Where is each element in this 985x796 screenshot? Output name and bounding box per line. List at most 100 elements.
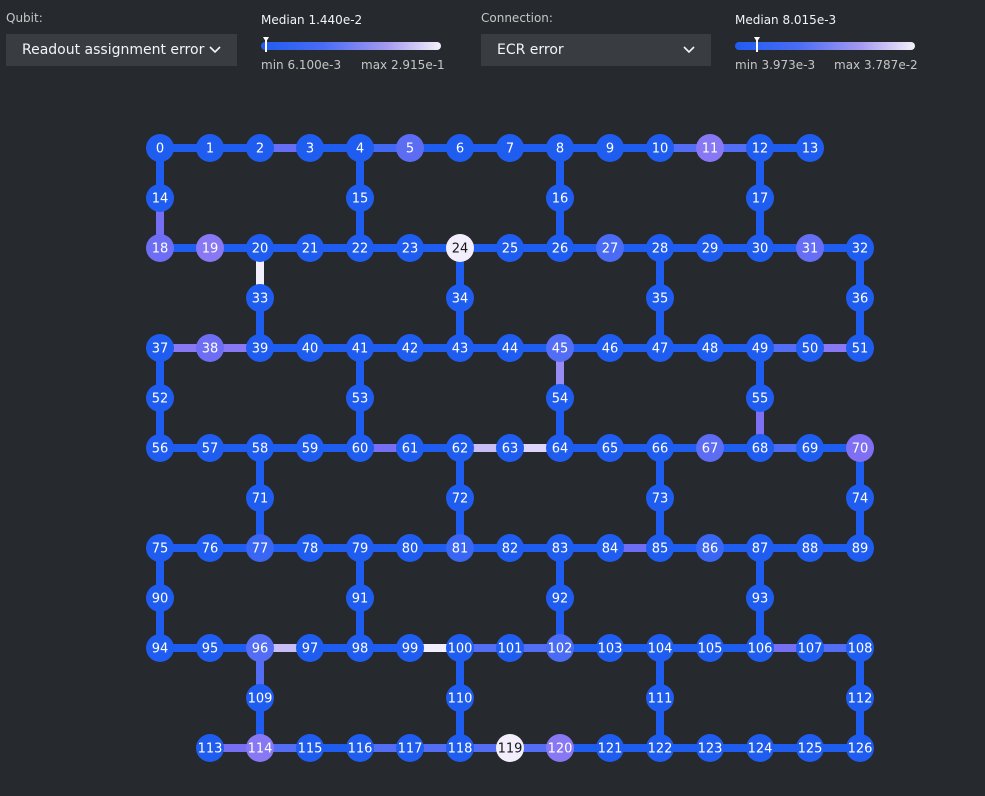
qubit-node[interactable] [446, 434, 474, 462]
qubit-node[interactable] [146, 184, 174, 212]
qubit-52[interactable]: 52 [146, 384, 174, 412]
qubit-node[interactable] [596, 634, 624, 662]
qubit-node[interactable] [346, 234, 374, 262]
qubit-41[interactable]: 41 [346, 334, 374, 362]
qubit-37[interactable]: 37 [146, 334, 174, 362]
qubit-node[interactable] [746, 734, 774, 762]
qubit-node[interactable] [646, 684, 674, 712]
qubit-86[interactable]: 86 [696, 534, 724, 562]
qubit-node[interactable] [546, 134, 574, 162]
qubit-44[interactable]: 44 [496, 334, 524, 362]
qubit-node[interactable] [846, 234, 874, 262]
qubit-node[interactable] [296, 234, 324, 262]
qubit-124[interactable]: 124 [746, 734, 774, 762]
qubit-node[interactable] [146, 384, 174, 412]
qubit-node[interactable] [346, 584, 374, 612]
qubit-84[interactable]: 84 [596, 534, 624, 562]
qubit-107[interactable]: 107 [796, 634, 824, 662]
qubit-node[interactable] [246, 284, 274, 312]
qubit-node[interactable] [796, 534, 824, 562]
qubit-node[interactable] [146, 634, 174, 662]
qubit-node[interactable] [846, 484, 874, 512]
qubit-node[interactable] [246, 434, 274, 462]
qubit-node[interactable] [446, 134, 474, 162]
qubit-16[interactable]: 16 [546, 184, 574, 212]
qubit-node[interactable] [196, 734, 224, 762]
qubit-1[interactable]: 1 [196, 134, 224, 162]
qubit-115[interactable]: 115 [296, 734, 324, 762]
qubit-55[interactable]: 55 [746, 384, 774, 412]
qubit-57[interactable]: 57 [196, 434, 224, 462]
qubit-node[interactable] [396, 534, 424, 562]
qubit-111[interactable]: 111 [646, 684, 674, 712]
qubit-8[interactable]: 8 [546, 134, 574, 162]
qubit-32[interactable]: 32 [846, 234, 874, 262]
qubit-node[interactable] [246, 684, 274, 712]
qubit-node[interactable] [396, 134, 424, 162]
qubit-85[interactable]: 85 [646, 534, 674, 562]
qubit-120[interactable]: 120 [546, 734, 574, 762]
qubit-node[interactable] [696, 734, 724, 762]
qubit-77[interactable]: 77 [246, 534, 274, 562]
qubit-23[interactable]: 23 [396, 234, 424, 262]
qubit-node[interactable] [696, 534, 724, 562]
qubit-112[interactable]: 112 [846, 684, 874, 712]
qubit-95[interactable]: 95 [196, 634, 224, 662]
qubit-93[interactable]: 93 [746, 584, 774, 612]
qubit-node[interactable] [396, 434, 424, 462]
qubit-node[interactable] [546, 734, 574, 762]
qubit-80[interactable]: 80 [396, 534, 424, 562]
qubit-node[interactable] [496, 334, 524, 362]
qubit-node[interactable] [296, 634, 324, 662]
qubit-91[interactable]: 91 [346, 584, 374, 612]
qubit-46[interactable]: 46 [596, 334, 624, 362]
qubit-node[interactable] [596, 434, 624, 462]
qubit-node[interactable] [746, 384, 774, 412]
qubit-42[interactable]: 42 [396, 334, 424, 362]
qubit-47[interactable]: 47 [646, 334, 674, 362]
qubit-node[interactable] [546, 434, 574, 462]
qubit-node[interactable] [696, 434, 724, 462]
qubit-node[interactable] [496, 634, 524, 662]
qubit-26[interactable]: 26 [546, 234, 574, 262]
qubit-node[interactable] [346, 134, 374, 162]
qubit-node[interactable] [146, 234, 174, 262]
qubit-116[interactable]: 116 [346, 734, 374, 762]
qubit-node[interactable] [646, 284, 674, 312]
qubit-33[interactable]: 33 [246, 284, 274, 312]
qubit-110[interactable]: 110 [446, 684, 474, 712]
qubit-node[interactable] [246, 634, 274, 662]
qubit-29[interactable]: 29 [696, 234, 724, 262]
qubit-node[interactable] [696, 634, 724, 662]
qubit-15[interactable]: 15 [346, 184, 374, 212]
qubit-node[interactable] [696, 134, 724, 162]
qubit-76[interactable]: 76 [196, 534, 224, 562]
qubit-node[interactable] [496, 134, 524, 162]
qubit-125[interactable]: 125 [796, 734, 824, 762]
qubit-113[interactable]: 113 [196, 734, 224, 762]
qubit-node[interactable] [446, 284, 474, 312]
qubit-70[interactable]: 70 [846, 434, 874, 462]
qubit-7[interactable]: 7 [496, 134, 524, 162]
qubit-126[interactable]: 126 [846, 734, 874, 762]
qubit-105[interactable]: 105 [696, 634, 724, 662]
qubit-node[interactable] [296, 334, 324, 362]
qubit-17[interactable]: 17 [746, 184, 774, 212]
qubit-node[interactable] [696, 234, 724, 262]
qubit-node[interactable] [346, 334, 374, 362]
qubit-node[interactable] [296, 534, 324, 562]
qubit-node[interactable] [796, 234, 824, 262]
qubit-36[interactable]: 36 [846, 284, 874, 312]
qubit-node[interactable] [796, 434, 824, 462]
qubit-62[interactable]: 62 [446, 434, 474, 462]
qubit-node[interactable] [446, 534, 474, 562]
qubit-node[interactable] [546, 334, 574, 362]
qubit-118[interactable]: 118 [446, 734, 474, 762]
qubit-51[interactable]: 51 [846, 334, 874, 362]
qubit-81[interactable]: 81 [446, 534, 474, 562]
qubit-104[interactable]: 104 [646, 634, 674, 662]
qubit-node[interactable] [796, 134, 824, 162]
qubit-101[interactable]: 101 [496, 634, 524, 662]
qubit-node[interactable] [646, 234, 674, 262]
qubit-66[interactable]: 66 [646, 434, 674, 462]
